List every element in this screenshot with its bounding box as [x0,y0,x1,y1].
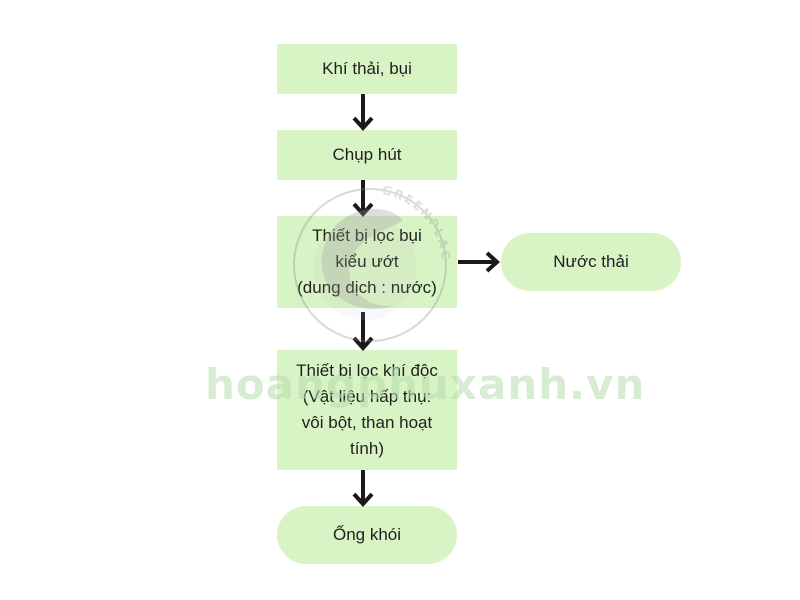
node-label-line: (Vật liệu hấp thụ: [302,387,432,406]
node-ong-khoi: Ống khói [277,506,457,564]
node-label-line: Thiết bị lọc bụi [312,226,422,245]
node-label-line: tính) [349,439,385,458]
node-wet-dust-filter: Thiết bị lọc bụi kiểu ướt (dung dịch : n… [277,216,457,308]
node-khi-thai-bui: Khí thải, bụi [277,44,457,94]
node-label-line: Chụp hút [332,145,402,164]
arrow-n4-to-n5 [352,470,374,507]
node-label-line: vôi bột, than hoạt [301,413,433,432]
node-chup-hut: Chụp hút [277,130,457,180]
node-label-line: Ống khói [332,525,402,544]
node-label-line: Thiết bị lọc khí độc [296,361,438,380]
node-toxic-gas-filter: Thiết bị lọc khí độc (Vật liệu hấp thụ: … [277,350,457,470]
node-label-line: (dung dịch : nước) [297,278,437,297]
node-nuoc-thai: Nước thải [501,233,681,291]
arrow-n3-to-n6 [458,251,500,273]
arrow-n1-to-n2 [352,94,374,131]
node-label-line: Nước thải [553,252,629,271]
node-label-line: Khí thải, bụi [322,59,412,78]
node-label-line: kiểu ướt [335,252,399,271]
arrow-n2-to-n3 [352,180,374,217]
arrow-n3-to-n4 [352,312,374,351]
